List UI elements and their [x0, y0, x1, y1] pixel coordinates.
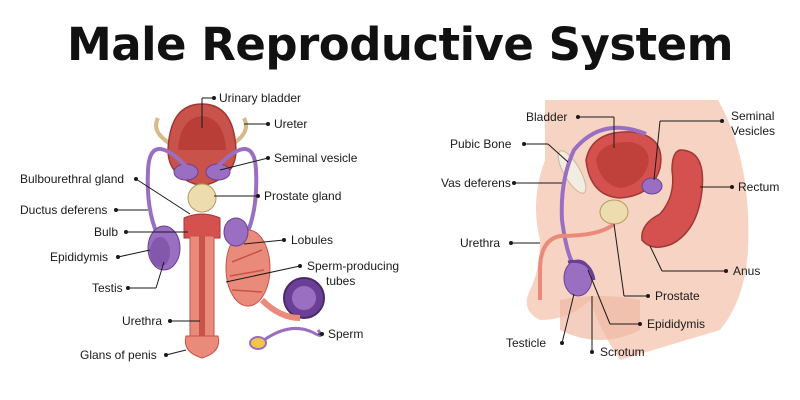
prostate-gland-shape — [187, 183, 217, 213]
glans-shape — [184, 335, 220, 359]
ureter-left — [154, 117, 180, 152]
side-view-labels: Bladder Seminal Vesicles Pubic Bone Vas … — [441, 109, 779, 359]
front-view-labels: Urinary bladder Ureter Seminal vesicle P… — [20, 91, 399, 362]
label-urethra-front: Urethra — [122, 314, 162, 328]
label-bulb: Bulb — [94, 225, 118, 239]
front-view-illustration — [145, 103, 325, 359]
bulb-shape — [183, 213, 221, 239]
side-view-illustration — [526, 100, 749, 360]
prostate-shape — [599, 199, 629, 225]
seminal-vesicle-right — [205, 163, 231, 181]
testicle-shape — [563, 259, 593, 297]
label-seminal-vesicles-2: Vesicles — [731, 124, 775, 138]
label-epididymis-side: Epididymis — [647, 317, 705, 331]
label-epididymis: Epididymis — [50, 250, 108, 264]
label-sperm-producing-2: tubes — [326, 274, 355, 288]
label-bulbourethral-gland: Bulbourethral gland — [20, 172, 124, 186]
label-ductus-deferens: Ductus deferens — [20, 203, 107, 217]
label-prostate-gland: Prostate gland — [264, 189, 341, 203]
label-testis: Testis — [92, 281, 123, 295]
label-glans-of-penis: Glans of penis — [80, 348, 157, 362]
label-testicle: Testicle — [506, 336, 546, 350]
seminal-vesicle-left — [173, 163, 199, 181]
seminal-vesicles-shape — [641, 177, 663, 195]
label-lobules: Lobules — [291, 233, 333, 247]
rectum-shape — [641, 149, 704, 248]
label-scrotum: Scrotum — [600, 345, 645, 359]
sperm-head — [249, 336, 267, 350]
ductus-deferens-left — [145, 147, 188, 237]
label-urethra-side: Urethra — [460, 236, 500, 250]
page-title: Male Reproductive System — [66, 18, 734, 71]
ductus-deferens-right — [216, 147, 259, 237]
label-pubic-bone: Pubic Bone — [450, 137, 512, 151]
label-sperm-producing-1: Sperm-producing — [307, 259, 399, 273]
vas-deferens-tube — [559, 125, 647, 263]
urethra-tube — [538, 222, 616, 300]
label-prostate: Prostate — [655, 289, 700, 303]
label-vas-deferens: Vas deferens — [441, 176, 511, 190]
label-ureter: Ureter — [274, 117, 307, 131]
label-seminal-vesicles-1: Seminal — [731, 109, 774, 123]
ureter-right — [224, 117, 248, 152]
label-urinary-bladder: Urinary bladder — [219, 91, 301, 105]
label-sperm: Sperm — [328, 327, 363, 341]
sperm-tail — [263, 326, 323, 342]
label-bladder: Bladder — [526, 110, 567, 124]
label-rectum: Rectum — [738, 180, 779, 194]
label-anus: Anus — [733, 264, 760, 278]
label-seminal-vesicle: Seminal vesicle — [274, 151, 358, 165]
